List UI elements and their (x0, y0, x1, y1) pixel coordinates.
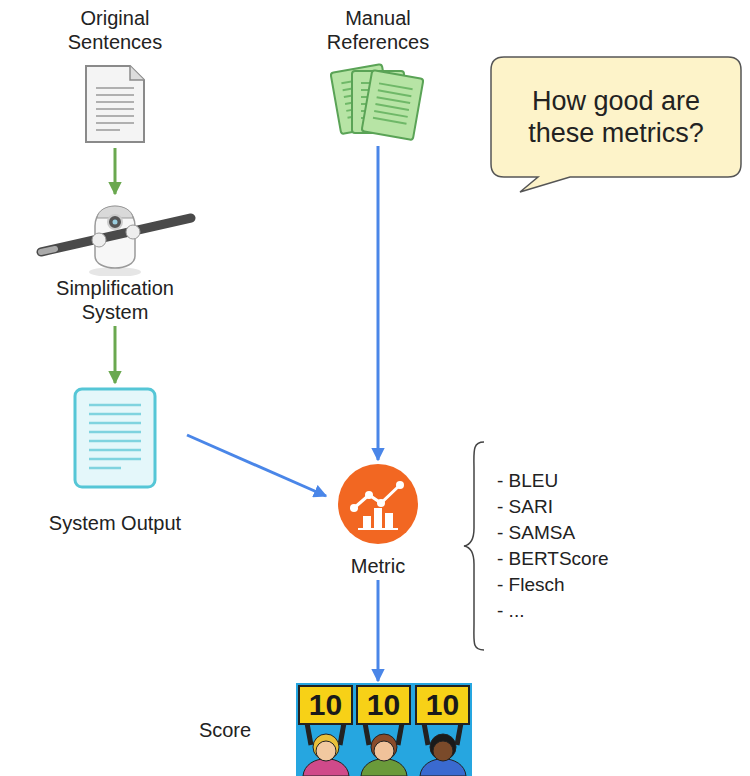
metric-list-item: - BERTScore (497, 548, 609, 571)
curly-bracket (464, 442, 484, 650)
doc-illustration (80, 62, 150, 146)
metric-list-item: - Flesch (497, 574, 565, 597)
score-card-number: 10 (309, 690, 342, 720)
score-card-number: 10 (426, 690, 459, 720)
score-card-number: 10 (367, 690, 400, 720)
metric-list-item: - BLEU (497, 470, 558, 493)
flow-arrow (114, 326, 117, 383)
speech-bubble: How good are these metrics? (490, 56, 742, 178)
source-document: Original Sentences (40, 6, 190, 146)
robot-illustration (33, 196, 197, 276)
node-label: Score (160, 718, 290, 742)
metric-list-item: - SARI (497, 496, 553, 519)
metric-illustration (336, 462, 420, 546)
metric-list-item: - SAMSA (497, 522, 575, 545)
flow-arrow (114, 148, 117, 194)
refs-illustration (318, 60, 438, 144)
flow-arrow (187, 435, 326, 496)
node-label: Simplification System (30, 276, 200, 324)
out-illustration (71, 385, 159, 491)
simplification-system: Simplification System (30, 196, 200, 324)
flow-arrow (377, 580, 380, 681)
reference-documents: Manual References (293, 6, 463, 144)
node-label: Original Sentences (40, 6, 190, 54)
bubble-text: How good are these metrics? (490, 79, 742, 156)
bubble-outline (490, 56, 742, 178)
flow-arrow (377, 146, 380, 460)
metric-node: Metric (328, 462, 428, 578)
node-label: Manual References (293, 6, 463, 54)
metric-list-item: - ... (497, 600, 524, 623)
node-label: System Output (45, 511, 185, 535)
output-document: System Output (45, 385, 185, 535)
node-label: Metric (328, 554, 428, 578)
